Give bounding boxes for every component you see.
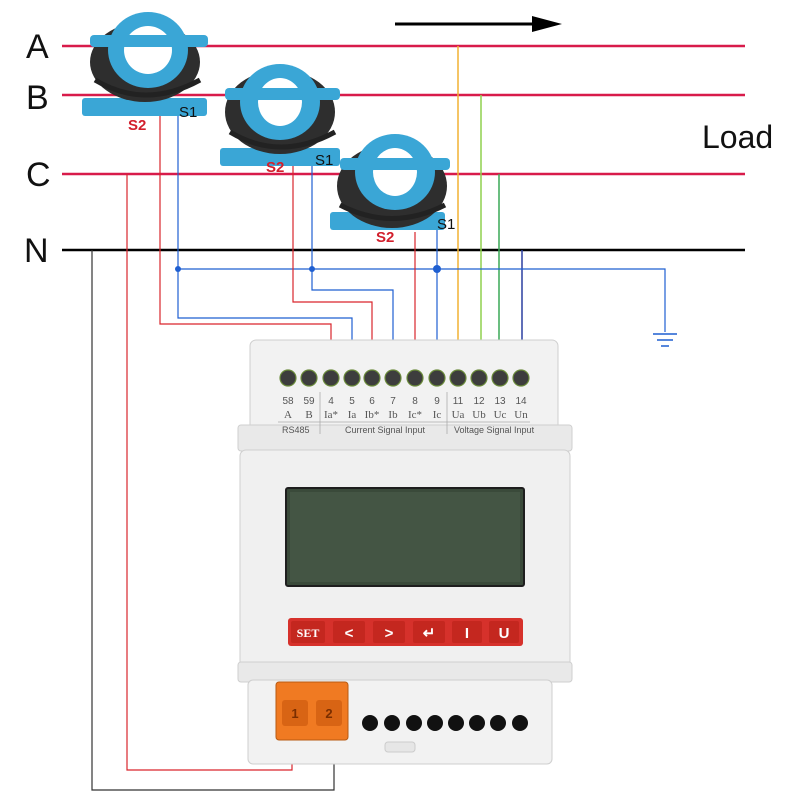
set-button-label: SET xyxy=(297,626,320,640)
terminal-screw-58[interactable] xyxy=(279,369,297,387)
terminal-name: Ua xyxy=(452,409,465,421)
load-label: Load xyxy=(702,119,773,155)
terminal-screw-11[interactable] xyxy=(449,369,467,387)
terminal-name: B xyxy=(305,409,312,421)
current-input-group-label: Current Signal Input xyxy=(345,425,426,435)
enter-icon: ↵ xyxy=(423,625,436,642)
terminal-screw-6[interactable] xyxy=(363,369,381,387)
terminal-name: Ia* xyxy=(324,409,338,421)
terminal-number: 5 xyxy=(349,396,355,407)
ground-icon xyxy=(653,333,677,347)
terminal-name: Ic xyxy=(433,409,442,421)
current-transformer-a xyxy=(82,12,208,116)
power-terminal-2-label: 2 xyxy=(325,706,332,721)
current-button-label: I xyxy=(465,625,469,642)
terminal-name: Ic* xyxy=(408,409,422,421)
power-flow-arrow xyxy=(395,16,562,32)
terminal-name: A xyxy=(284,409,292,421)
wire-ib-s1 xyxy=(311,162,394,378)
left-button[interactable]: < xyxy=(333,621,365,643)
terminal-number: 9 xyxy=(434,396,440,407)
voltage-input-group-label: Voltage Signal Input xyxy=(454,425,535,435)
terminal-number: 12 xyxy=(473,396,485,407)
wire-common-ground xyxy=(178,268,666,332)
rs485-group-label: RS485 xyxy=(282,425,310,435)
current-transformer-b xyxy=(220,64,340,166)
bus-label-b: B xyxy=(26,79,49,117)
ct-a-s1-label: S1 xyxy=(179,104,197,121)
terminal-name: Un xyxy=(514,409,528,421)
power-terminal-block xyxy=(275,681,349,741)
terminal-block-top xyxy=(279,369,530,387)
terminal-number: 58 xyxy=(282,396,294,407)
terminal-screw-14[interactable] xyxy=(512,369,530,387)
right-arrow-icon: > xyxy=(385,625,394,642)
terminal-screw-13[interactable] xyxy=(491,369,509,387)
terminal-name: Ub xyxy=(472,409,486,421)
voltage-button-label: U xyxy=(499,625,510,642)
terminal-number: 13 xyxy=(494,396,506,407)
current-button[interactable]: I xyxy=(452,621,482,643)
set-button[interactable]: SET xyxy=(291,621,325,643)
terminal-name: Ib xyxy=(388,409,398,421)
terminal-screw-4[interactable] xyxy=(322,369,340,387)
terminal-screw-7[interactable] xyxy=(384,369,402,387)
terminal-screw-5[interactable] xyxy=(343,369,361,387)
terminal-screw-12[interactable] xyxy=(470,369,488,387)
bus-label-c: C xyxy=(26,156,51,194)
ct-b-s2-label: S2 xyxy=(266,159,284,176)
terminal-number: 59 xyxy=(303,396,315,407)
terminal-number: 14 xyxy=(515,396,527,407)
current-transformer-c xyxy=(330,134,450,230)
terminal-number: 4 xyxy=(328,396,334,407)
voltage-button[interactable]: U xyxy=(489,621,519,643)
terminal-block-bottom xyxy=(362,715,528,731)
ct-a-s2-label: S2 xyxy=(128,117,146,134)
right-button[interactable]: > xyxy=(373,621,405,643)
terminal-screw-8[interactable] xyxy=(406,369,424,387)
ct-c-s1-label: S1 xyxy=(437,216,455,233)
ct-c-s2-label: S2 xyxy=(376,229,394,246)
terminal-screw-59[interactable] xyxy=(300,369,318,387)
terminal-name: Ia xyxy=(348,409,357,421)
terminal-screw-9[interactable] xyxy=(428,369,446,387)
left-arrow-icon: < xyxy=(345,625,354,642)
terminal-number: 11 xyxy=(453,396,464,407)
ct-b-s1-label: S1 xyxy=(315,152,333,169)
terminal-name: Ib* xyxy=(365,409,380,421)
terminal-number: 7 xyxy=(390,396,396,407)
terminal-number: 8 xyxy=(412,396,418,407)
terminal-name: Uc xyxy=(494,409,507,421)
bus-label-n: N xyxy=(24,232,49,270)
terminal-number: 6 xyxy=(369,396,375,407)
power-terminal-1-label: 1 xyxy=(291,706,298,721)
bus-label-a: A xyxy=(26,28,49,66)
enter-button[interactable]: ↵ xyxy=(413,621,445,643)
